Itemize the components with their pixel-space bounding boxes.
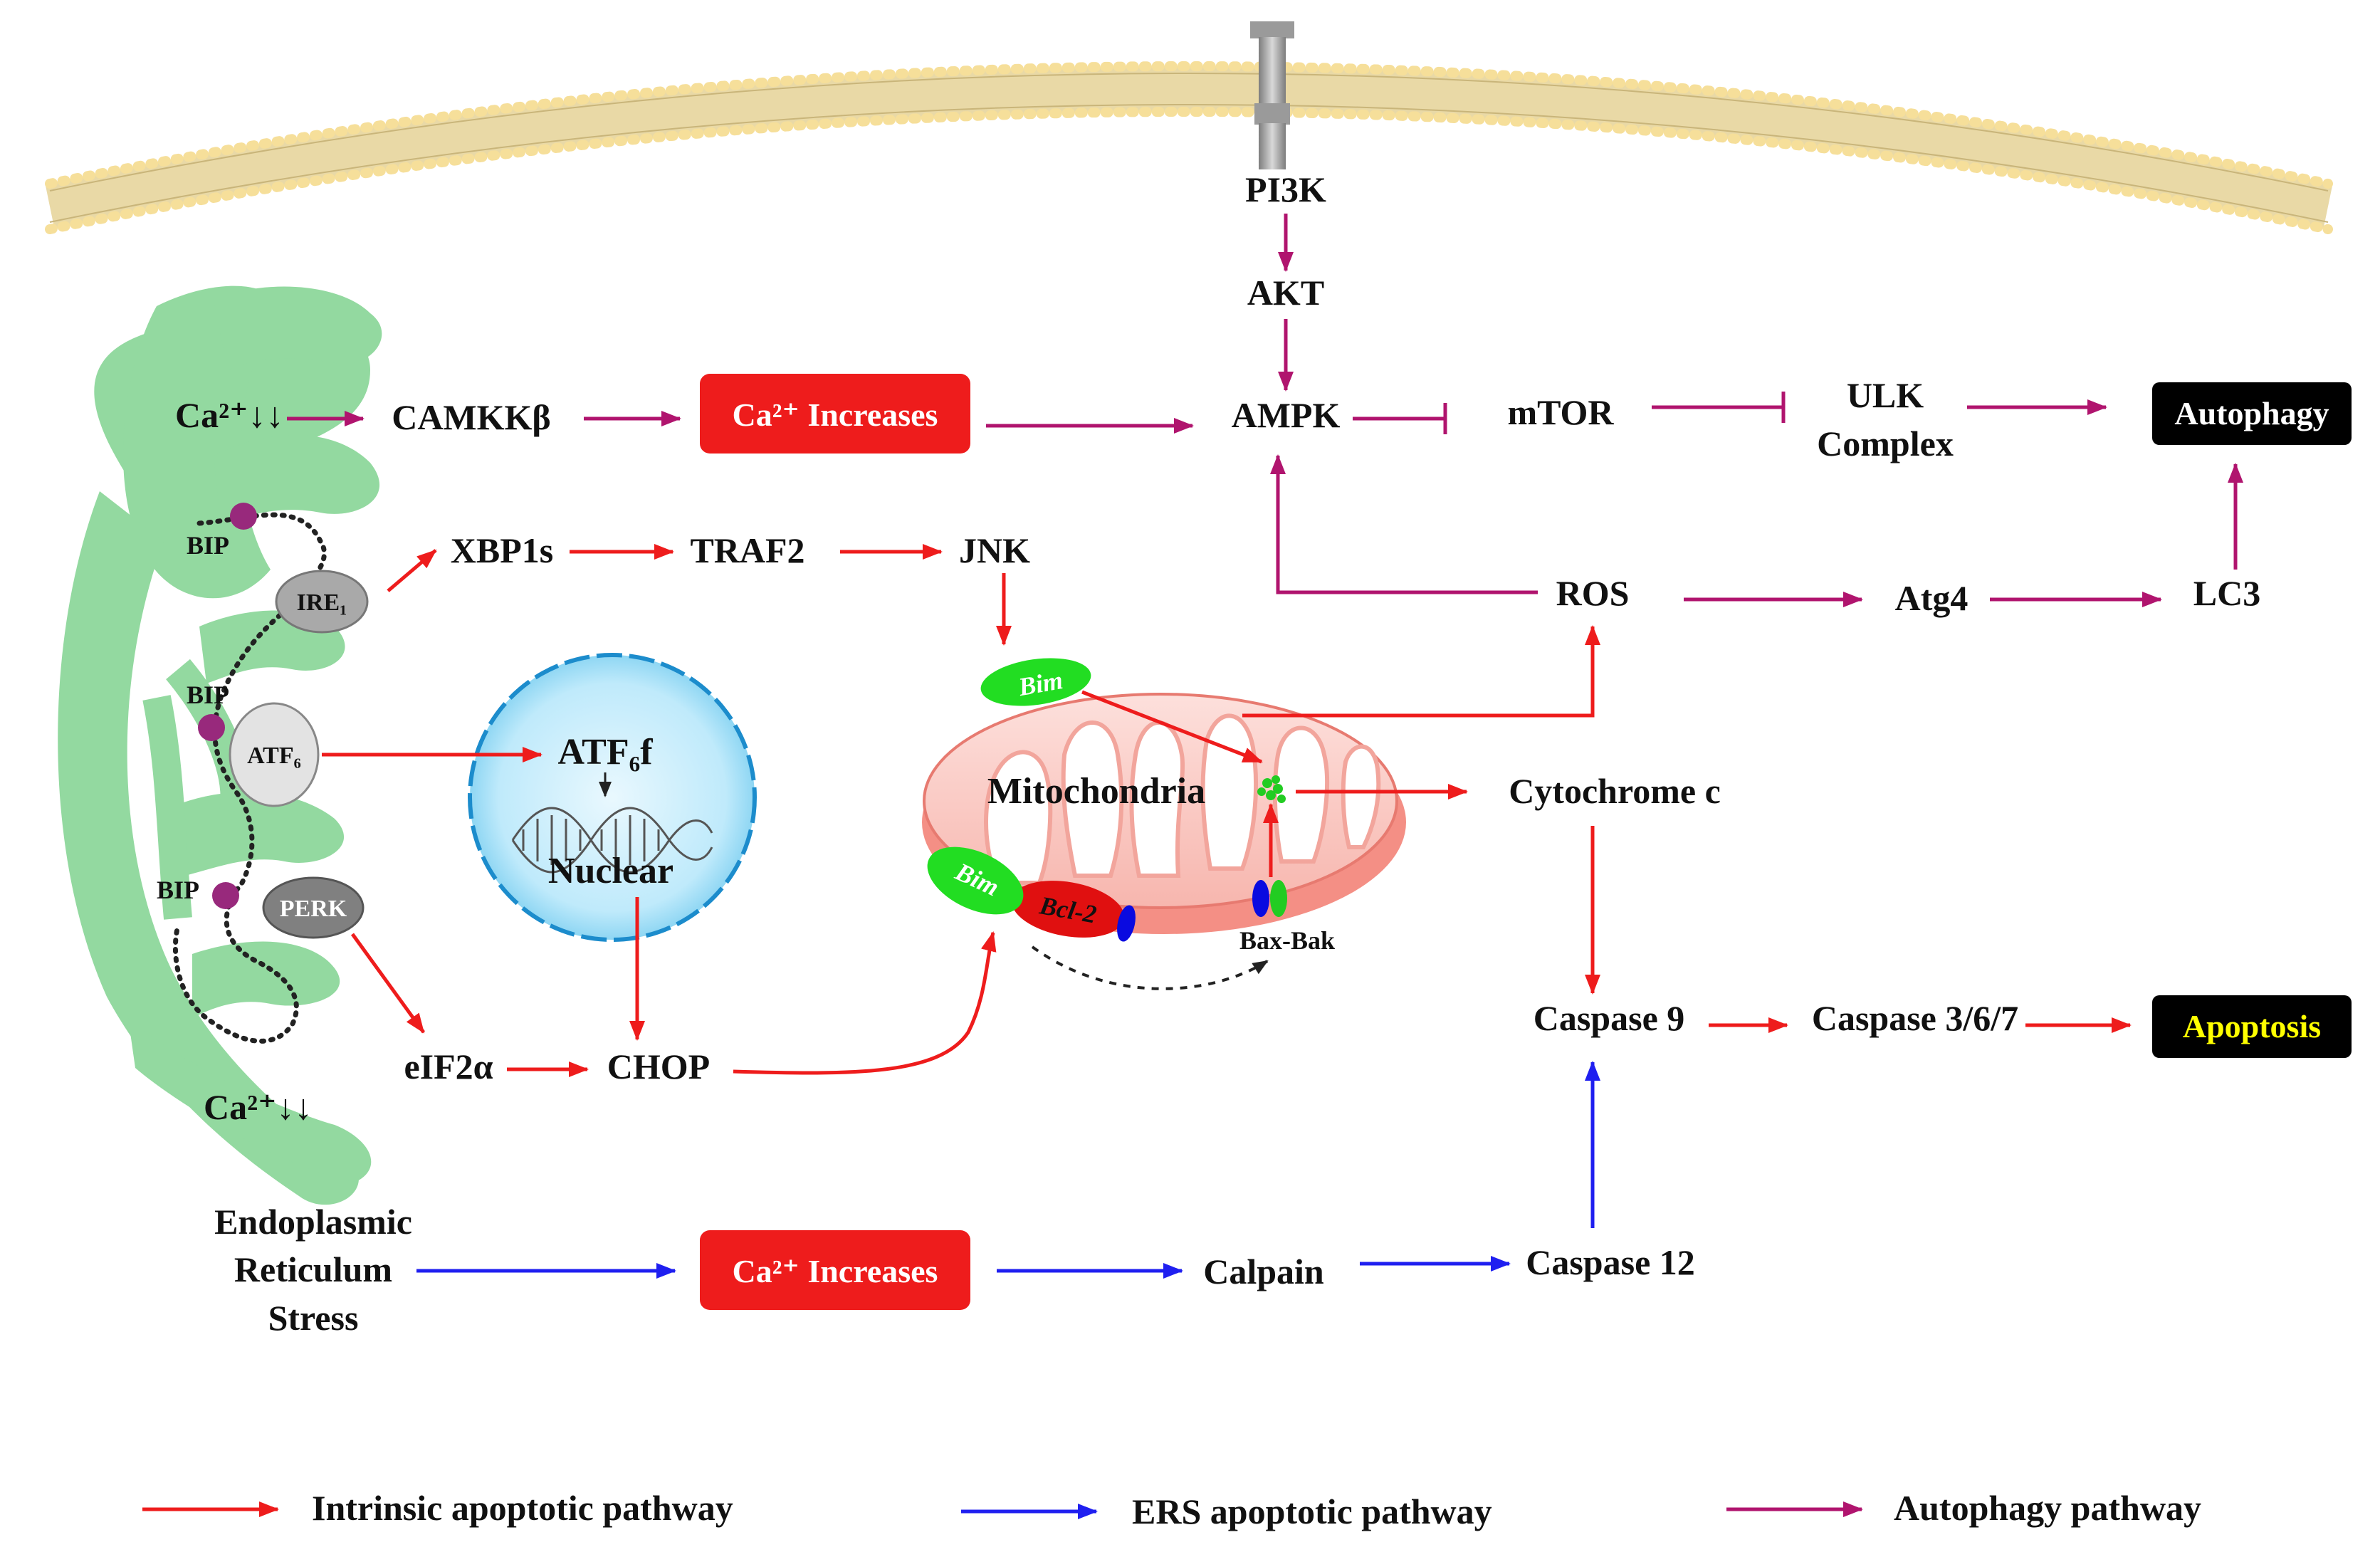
ampk-label: AMPK (1232, 395, 1341, 435)
bip-label-3: BIP (157, 876, 199, 904)
ire1-to-xbp1s-arrow (387, 549, 437, 592)
bcl2-to-baxbak-dashed-arrow (1031, 945, 1269, 990)
atg4-label: Atg4 (1895, 578, 1969, 618)
bim-bottom (927, 846, 1024, 915)
bak-protein (1270, 880, 1287, 917)
dna-helix-icon (511, 807, 713, 874)
svg-text:Autophagy pathway: Autophagy pathway (1894, 1488, 2201, 1528)
ros-to-ampk-arrow (1270, 454, 1538, 594)
bim-to-cytochrome-arrow (1081, 690, 1263, 764)
svg-text:Ca²⁺ Increases: Ca²⁺ Increases (733, 1253, 938, 1289)
ca-er-bottom-label: Ca²⁺↓↓ (204, 1087, 313, 1127)
camkk-label: CAMKKβ (392, 397, 551, 437)
traf2-label: TRAF2 (690, 530, 804, 570)
caspase367-label: Caspase 3/6/7 (1812, 998, 2018, 1038)
atf6-receptor (229, 702, 320, 807)
chop-label: CHOP (607, 1047, 710, 1086)
cell-membrane (45, 61, 2333, 234)
cytochrome-particles (1257, 775, 1286, 803)
ros-label: ROS (1556, 573, 1630, 613)
bim-top (980, 658, 1091, 706)
apoptosis-output-box: Apoptosis (2152, 995, 2352, 1058)
akt-label: AKT (1247, 273, 1324, 313)
svg-text:ERS apoptotic pathway: ERS apoptotic pathway (1132, 1492, 1492, 1531)
ca-er-top-label: Ca²⁺↓↓ (175, 395, 284, 435)
cytochrome-label: Cytochrome c (1509, 771, 1721, 811)
ca-increase-box-top: Ca²⁺ Increases (700, 374, 970, 454)
jnk-label: JNK (959, 530, 1030, 570)
baxbak-label: Bax-Bak (1239, 926, 1335, 955)
chop-to-mito-arrow (733, 931, 997, 1075)
mtor-label: mTOR (1507, 392, 1614, 432)
pi3k-receptor-channel (1250, 21, 1294, 169)
ers-label-line1: Endoplasmic (214, 1202, 412, 1242)
svg-text:Ca²⁺ Increases: Ca²⁺ Increases (733, 397, 938, 433)
nucleus: ATF₆f Nuclear (468, 653, 757, 942)
bax-protein (1252, 880, 1269, 917)
mito-to-ros-arrow (1242, 625, 1600, 718)
ulk-label-line1: ULK (1847, 375, 1924, 415)
atf6-label: ATF₆ (247, 743, 301, 769)
bip-label-1: BIP (187, 531, 229, 560)
ulk-label-line2: Complex (1817, 424, 1954, 463)
legend: Intrinsic apoptotic pathway ERS apoptoti… (142, 1488, 2201, 1531)
ca-increase-box-bottom: Ca²⁺ Increases (700, 1230, 970, 1310)
atf6f-label: ATF₆f (557, 732, 653, 772)
caspase12-label: Caspase 12 (1526, 1242, 1695, 1282)
nuclear-label: Nuclear (548, 851, 673, 891)
xbp1s-label: XBP1s (451, 530, 553, 570)
ire1-receptor (275, 570, 369, 634)
pi3k-label: PI3K (1245, 169, 1326, 209)
legend-item-autophagy: Autophagy pathway (1726, 1488, 2201, 1528)
er-receptors: BIP BIP BIP IRE₁ ATF₆ PERK (157, 503, 369, 939)
legend-item-ers: ERS apoptotic pathway (961, 1492, 1492, 1531)
bip-dot-1 (230, 503, 257, 530)
legend-item-intrinsic: Intrinsic apoptotic pathway (142, 1488, 733, 1528)
lc3-label: LC3 (2193, 573, 2260, 613)
bip-dot-3 (212, 882, 239, 909)
ers-label-line2: Reticulum (234, 1249, 392, 1289)
perk-receptor (262, 876, 365, 939)
calpain-label: Calpain (1203, 1252, 1324, 1291)
svg-text:Apoptosis: Apoptosis (2183, 1008, 2321, 1044)
perk-to-eif2a-arrow (350, 933, 426, 1034)
ers-arrows (416, 1061, 1600, 1279)
bip-label-2: BIP (187, 681, 229, 709)
bcl2-protein (1011, 881, 1125, 938)
endoplasmic-reticulum (58, 285, 382, 1205)
bip-dot-2 (198, 714, 225, 741)
intrinsic-arrows (322, 544, 2132, 1077)
svg-text:Intrinsic apoptotic pathway: Intrinsic apoptotic pathway (312, 1488, 733, 1528)
mitochondria-label: Mitochondria (987, 771, 1205, 812)
svg-text:Autophagy: Autophagy (2174, 395, 2329, 431)
autophagy-arrows (287, 214, 2243, 607)
ers-label-line3: Stress (268, 1298, 359, 1338)
caspase9-label: Caspase 9 (1534, 998, 1685, 1038)
mitochondria: Mitochondria Bim Bim Bcl-2 Bax-Bak (922, 658, 1406, 990)
perk-label: PERK (280, 896, 347, 922)
eif2a-label: eIF2α (404, 1047, 493, 1086)
autophagy-output-box: Autophagy (2152, 382, 2352, 445)
bcl2-anchor (1117, 905, 1136, 942)
ire1-label: IRE₁ (297, 589, 347, 616)
